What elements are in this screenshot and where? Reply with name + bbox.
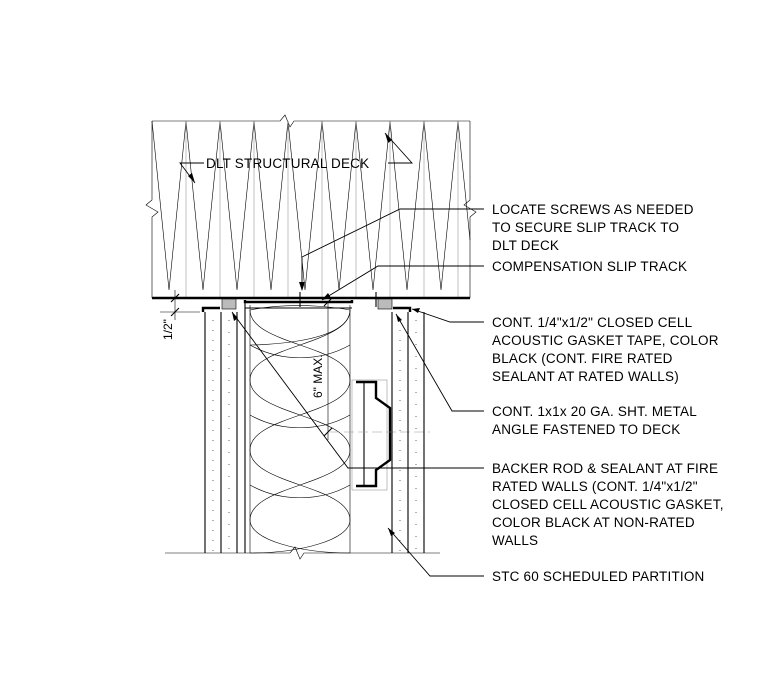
svg-text:LOCATE SCREWS AS NEEDED: LOCATE SCREWS AS NEEDED <box>492 202 694 217</box>
dlt-deck <box>145 114 477 300</box>
svg-text:CONT. 1/4"x1/2" CLOSED CELL: CONT. 1/4"x1/2" CLOSED CELL <box>492 315 693 330</box>
dimension-gap-label: 1/2" <box>161 319 175 340</box>
dimension-gap: 1/2" <box>160 290 200 340</box>
dimension-max: 6" MAX. <box>311 297 333 440</box>
svg-text:BACKER ROD & SEALANT AT FIRE: BACKER ROD & SEALANT AT FIRE <box>492 461 718 476</box>
svg-text:BLACK (CONT. FIRE RATED: BLACK (CONT. FIRE RATED <box>492 351 673 366</box>
leader-lines <box>179 132 484 577</box>
svg-text:DLT DECK: DLT DECK <box>492 238 559 253</box>
right-gypsum-board-layers <box>391 312 425 553</box>
svg-text:RATED WALLS (CONT. 1/4"x1/2": RATED WALLS (CONT. 1/4"x1/2" <box>492 479 698 494</box>
deck-lamination-pattern <box>151 120 471 291</box>
svg-text:TO SECURE SLIP TRACK TO: TO SECURE SLIP TRACK TO <box>492 220 679 235</box>
note-backer-rod-sealant: BACKER ROD & SEALANT AT FIRE RATED WALLS… <box>492 461 724 548</box>
acoustic-insulation-batt <box>249 305 351 554</box>
svg-text:COLOR BLACK AT NON-RATED: COLOR BLACK AT NON-RATED <box>492 515 695 530</box>
slip-track-screws <box>294 292 382 307</box>
sheet-metal-angles <box>201 306 412 312</box>
note-sheet-metal-angle: CONT. 1x1x 20 GA. SHT. METAL ANGLE FASTE… <box>492 404 697 437</box>
note-acoustic-gasket: CONT. 1/4"x1/2" CLOSED CELL ACOUSTIC GAS… <box>492 315 719 384</box>
svg-text:CLOSED CELL ACOUSTIC GASKET,: CLOSED CELL ACOUSTIC GASKET, <box>492 497 724 512</box>
resilient-channel <box>330 379 430 491</box>
note-dlt-structural-deck: DLT STRUCTURAL DECK <box>206 156 369 171</box>
dimension-max-label: 6" MAX. <box>311 354 325 398</box>
svg-text:ANGLE FASTENED TO DECK: ANGLE FASTENED TO DECK <box>492 422 680 437</box>
stc-partition <box>165 292 440 560</box>
svg-text:CONT. 1x1x 20 GA. SHT. METAL: CONT. 1x1x 20 GA. SHT. METAL <box>492 404 697 419</box>
svg-text:ACOUSTIC GASKET TAPE, COLOR: ACOUSTIC GASKET TAPE, COLOR <box>492 333 719 348</box>
svg-text:SEALANT AT RATED WALLS): SEALANT AT RATED WALLS) <box>492 369 679 384</box>
left-gypsum-board-layers <box>204 312 238 553</box>
note-stc-partition: STC 60 SCHEDULED PARTITION <box>492 569 705 584</box>
note-compensation-slip-track: COMPENSATION SLIP TRACK <box>492 259 687 274</box>
note-locate-screws: LOCATE SCREWS AS NEEDED TO SECURE SLIP T… <box>492 202 694 253</box>
svg-text:WALLS: WALLS <box>492 533 538 548</box>
acoustic-gasket-tape <box>221 298 393 310</box>
